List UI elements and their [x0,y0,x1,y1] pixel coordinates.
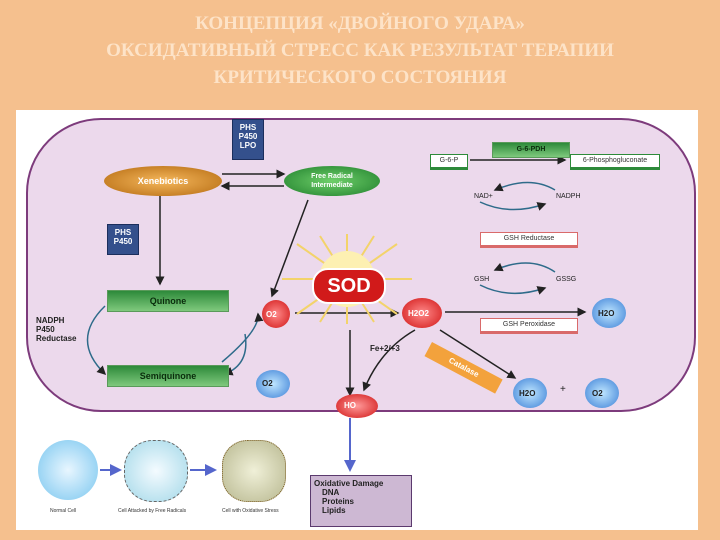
water-label-right: H2O [598,309,615,318]
stressed-cell-label: Cell with Oxidative Stress [222,508,279,514]
plus-sign: + [560,384,566,395]
phs-label: PHS [239,123,257,132]
water-molecule-right [592,298,626,328]
h2o2-label: H2O2 [408,309,429,318]
nad-label: NAD+ [474,193,493,200]
normal-cell-illustration [38,440,98,500]
proteins-item: Proteins [322,497,355,506]
nadph-line: NADPH [36,316,65,325]
phs-p450-lpo-box: PHS P450 LPO [232,119,264,160]
p450-label: P450 [238,132,258,141]
lipids-item: Lipids [322,506,346,515]
gsh-reductase-box: GSH Reductase [480,232,578,246]
phs-p450-box: PHS P450 [107,224,139,255]
g6p-box: G-6-P [430,154,468,168]
nadph-reductase-label: NADPH P450 Reductase [36,316,76,343]
nadph-label: NADPH [556,193,581,200]
superoxide-molecule [262,300,290,328]
superoxide-label: O2 [266,310,277,319]
oxidative-damage-box: Oxidative Damage DNA Proteins Lipids [310,475,412,527]
h2o2-molecule [402,298,442,328]
oxygen-label-left: O2 [262,379,273,388]
lpo-label: LPO [239,141,257,150]
attacked-cell-illustration [124,440,188,502]
oxidative-damage-title: Oxidative Damage [314,479,384,488]
slide-title: КОНЦЕПЦИЯ «ДВОЙНОГО УДАРА» ОКСИДАТИВНЫЙ … [0,10,720,91]
intermediate-label: Intermediate [311,182,353,189]
title-line-2: ОКСИДАТИВНЫЙ СТРЕСС КАК РЕЗУЛЬТАТ ТЕРАПИ… [106,40,614,61]
gssg-label: GSSG [556,276,577,283]
iron-label: Fe+2/+3 [370,344,400,353]
attacked-cell-label: Cell Attacked by Free Radicals [118,508,187,514]
gsh-peroxidase-box: GSH Peroxidase [480,318,578,332]
stressed-cell-illustration [222,440,286,502]
g6pdh-bar: G-6-PDH [492,142,570,158]
oxygen-molecule-bottom [585,378,619,408]
p450-line: P450 [36,325,55,334]
oxygen-label-bottom: O2 [592,389,603,398]
quinone-bar: Quinone [107,290,229,312]
hydroxyl-label: HO [344,401,356,410]
free-radical-oval: Free Radical Intermediate [284,166,380,196]
oxygen-molecule-left [256,370,290,398]
title-line-1: КОНЦЕПЦИЯ «ДВОЙНОГО УДАРА» [195,13,525,34]
normal-cell-label: Normal Cell [50,508,77,514]
water-label-bottom: H2O [519,389,536,398]
p450-label-2: P450 [113,237,133,246]
hydroxyl-molecule [336,394,378,418]
phosphogluconate-box: 6-Phosphogluconate [570,154,660,168]
sod-badge: SOD [312,268,386,304]
xenobiotics-oval: Xenebiotics [104,166,222,196]
gsh-label: GSH [474,276,490,283]
semiquinone-bar: Semiquinone [107,365,229,387]
title-line-3: КРИТИЧЕСКОГО СОСТОЯНИЯ [213,67,507,88]
dna-item: DNA [322,488,340,497]
reductase-line: Reductase [36,334,77,343]
phs-label-2: PHS [114,228,132,237]
free-radical-label: Free Radical [311,173,353,180]
water-molecule-bottom [513,378,547,408]
